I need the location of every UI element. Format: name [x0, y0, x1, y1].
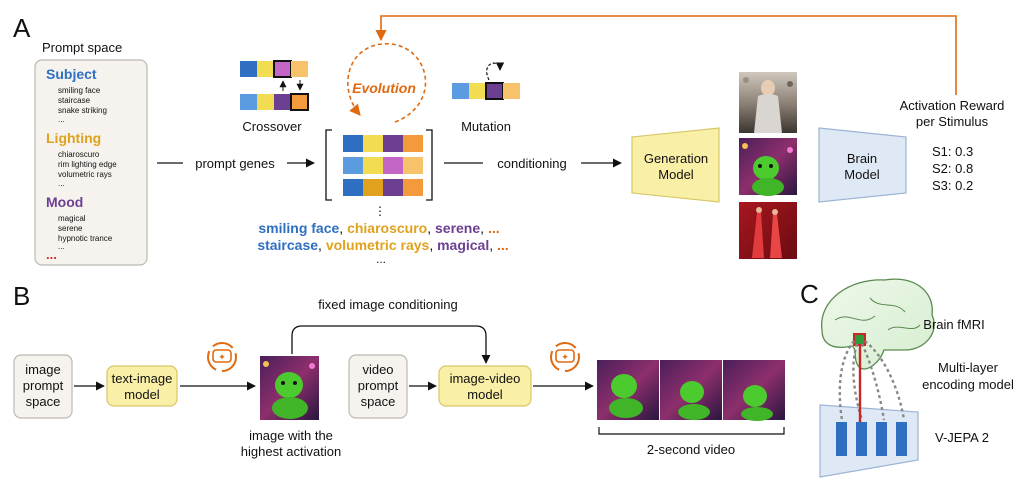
svg-text:✦: ✦: [561, 353, 569, 363]
prompt-line-1: smiling face, chiaroscuro, serene, ...: [258, 220, 499, 236]
prompt-line-3: ...: [376, 252, 386, 266]
lighting-heading: Lighting: [46, 130, 101, 146]
brain-model-label-2: Model: [844, 167, 880, 182]
line2-seg-1: ,: [318, 237, 326, 253]
video-prompt-space-label-2: prompt: [358, 378, 399, 393]
line2-seg-5: ,: [489, 237, 497, 253]
evolve-icon: ✦: [550, 342, 580, 372]
vjepa-label: V-JEPA 2: [935, 430, 989, 445]
text-image-model-box: [106, 365, 178, 407]
fixed-conditioning-arrow: [291, 325, 491, 364]
line2-seg-4: magical: [437, 237, 489, 253]
brain-fmri-label: Brain fMRI: [923, 317, 984, 332]
brain-model-label-1: Brain: [847, 151, 877, 166]
image-prompt-space-label-2: prompt: [23, 378, 64, 393]
image-prompt-space-label-1: image: [25, 362, 60, 377]
encoding-connections: [838, 340, 906, 421]
subject-item-1: smiling face: [58, 86, 101, 95]
panel-a-label: A: [13, 13, 31, 43]
video-span-bracket: [598, 427, 785, 435]
lighting-item-more: ...: [58, 179, 65, 188]
image-video-model-label-1: image-video: [450, 371, 521, 386]
panel-c-label: C: [800, 279, 819, 309]
encoding-label-2: encoding model: [922, 377, 1014, 392]
line1-seg-1: ,: [339, 220, 347, 236]
prompt-line-2: staircase, volumetric rays, magical, ...: [257, 237, 508, 253]
score-s3: S3: 0.2: [932, 178, 973, 193]
evolution-label: Evolution: [352, 80, 416, 96]
text-image-model-label-2: model: [124, 387, 160, 402]
score-s2: S2: 0.8: [932, 161, 973, 176]
video-prompt-space-label-1: video: [362, 362, 393, 377]
svg-text:✦: ✦: [218, 353, 226, 363]
image-prompt-space-label-3: space: [26, 394, 61, 409]
best-image-caption-2: highest activation: [241, 444, 341, 459]
line2-seg-0: staircase: [257, 237, 318, 253]
line1-seg-0: smiling face: [258, 220, 339, 236]
mood-item-2: serene: [58, 224, 83, 233]
line2-seg-2: volumetric rays: [326, 237, 430, 253]
reward-title-2: per Stimulus: [916, 114, 989, 129]
video-caption: 2-second video: [647, 442, 735, 457]
encoding-label-1: Multi-layer: [938, 360, 999, 375]
reward-title-1: Activation Reward: [900, 98, 1005, 113]
mood-item-3: hypnotic trance: [58, 234, 113, 243]
lighting-item-2: rim lighting edge: [58, 160, 117, 169]
evolution-loop: [347, 43, 427, 123]
best-image: [260, 356, 319, 420]
population-grid: [325, 129, 433, 201]
crossover-label: Crossover: [242, 119, 302, 134]
line1-seg-4: serene: [435, 220, 480, 236]
generated-image-3: [739, 202, 797, 259]
mood-heading: Mood: [46, 194, 83, 210]
lighting-item-1: chiaroscuro: [58, 150, 100, 159]
line1-seg-6: ...: [488, 220, 500, 236]
generation-model-label-2: Model: [658, 167, 694, 182]
video-frames: [597, 360, 785, 421]
mutation-label: Mutation: [461, 119, 511, 134]
vjepa-layers: [836, 422, 907, 456]
video-prompt-space-box: [348, 354, 408, 419]
image-video-model-label-2: model: [467, 387, 503, 402]
population-vdots: ⋮: [374, 204, 386, 218]
prompt-space-more: ...: [46, 247, 57, 262]
image-video-model-box: [438, 365, 532, 407]
line2-seg-6: ...: [497, 237, 509, 253]
subject-item-2: staircase: [58, 96, 91, 105]
fmri-voxel: [853, 333, 866, 346]
feedback-arrow: [375, 15, 957, 95]
prompt-space-box: [34, 59, 148, 266]
evolve-icon: ✦: [207, 342, 237, 372]
line2-seg-3: ,: [429, 237, 437, 253]
subject-item-3: snake striking: [58, 106, 107, 115]
conditioning-label: conditioning: [497, 156, 566, 171]
line1-seg-5: ,: [480, 220, 488, 236]
score-s1: S1: 0.3: [932, 144, 973, 159]
image-prompt-space-box: [13, 354, 73, 419]
subject-heading: Subject: [46, 66, 97, 82]
video-prompt-space-label-3: space: [361, 394, 396, 409]
brain-model-block: [818, 127, 907, 203]
subject-item-more: ...: [58, 115, 65, 124]
generated-image-2: [739, 138, 797, 196]
generation-model-label-1: Generation: [644, 151, 708, 166]
lighting-item-3: volumetric rays: [58, 170, 112, 179]
prompt-genes-label: prompt genes: [195, 156, 275, 171]
line1-seg-2: chiaroscuro: [347, 220, 427, 236]
panel-b-label: B: [13, 281, 30, 311]
mood-item-1: magical: [58, 214, 86, 223]
mood-item-more: ...: [58, 242, 65, 251]
line1-seg-3: ,: [427, 220, 435, 236]
text-image-model-label-1: text-image: [112, 371, 173, 386]
fixed-conditioning-label: fixed image conditioning: [318, 297, 457, 312]
generated-image-1: [739, 72, 797, 133]
prompt-space-title: Prompt space: [42, 40, 122, 55]
generation-model-block: [631, 127, 720, 203]
best-image-caption-1: image with the: [249, 428, 333, 443]
crossover-icon: [240, 60, 309, 111]
mutation-icon: [452, 62, 520, 100]
